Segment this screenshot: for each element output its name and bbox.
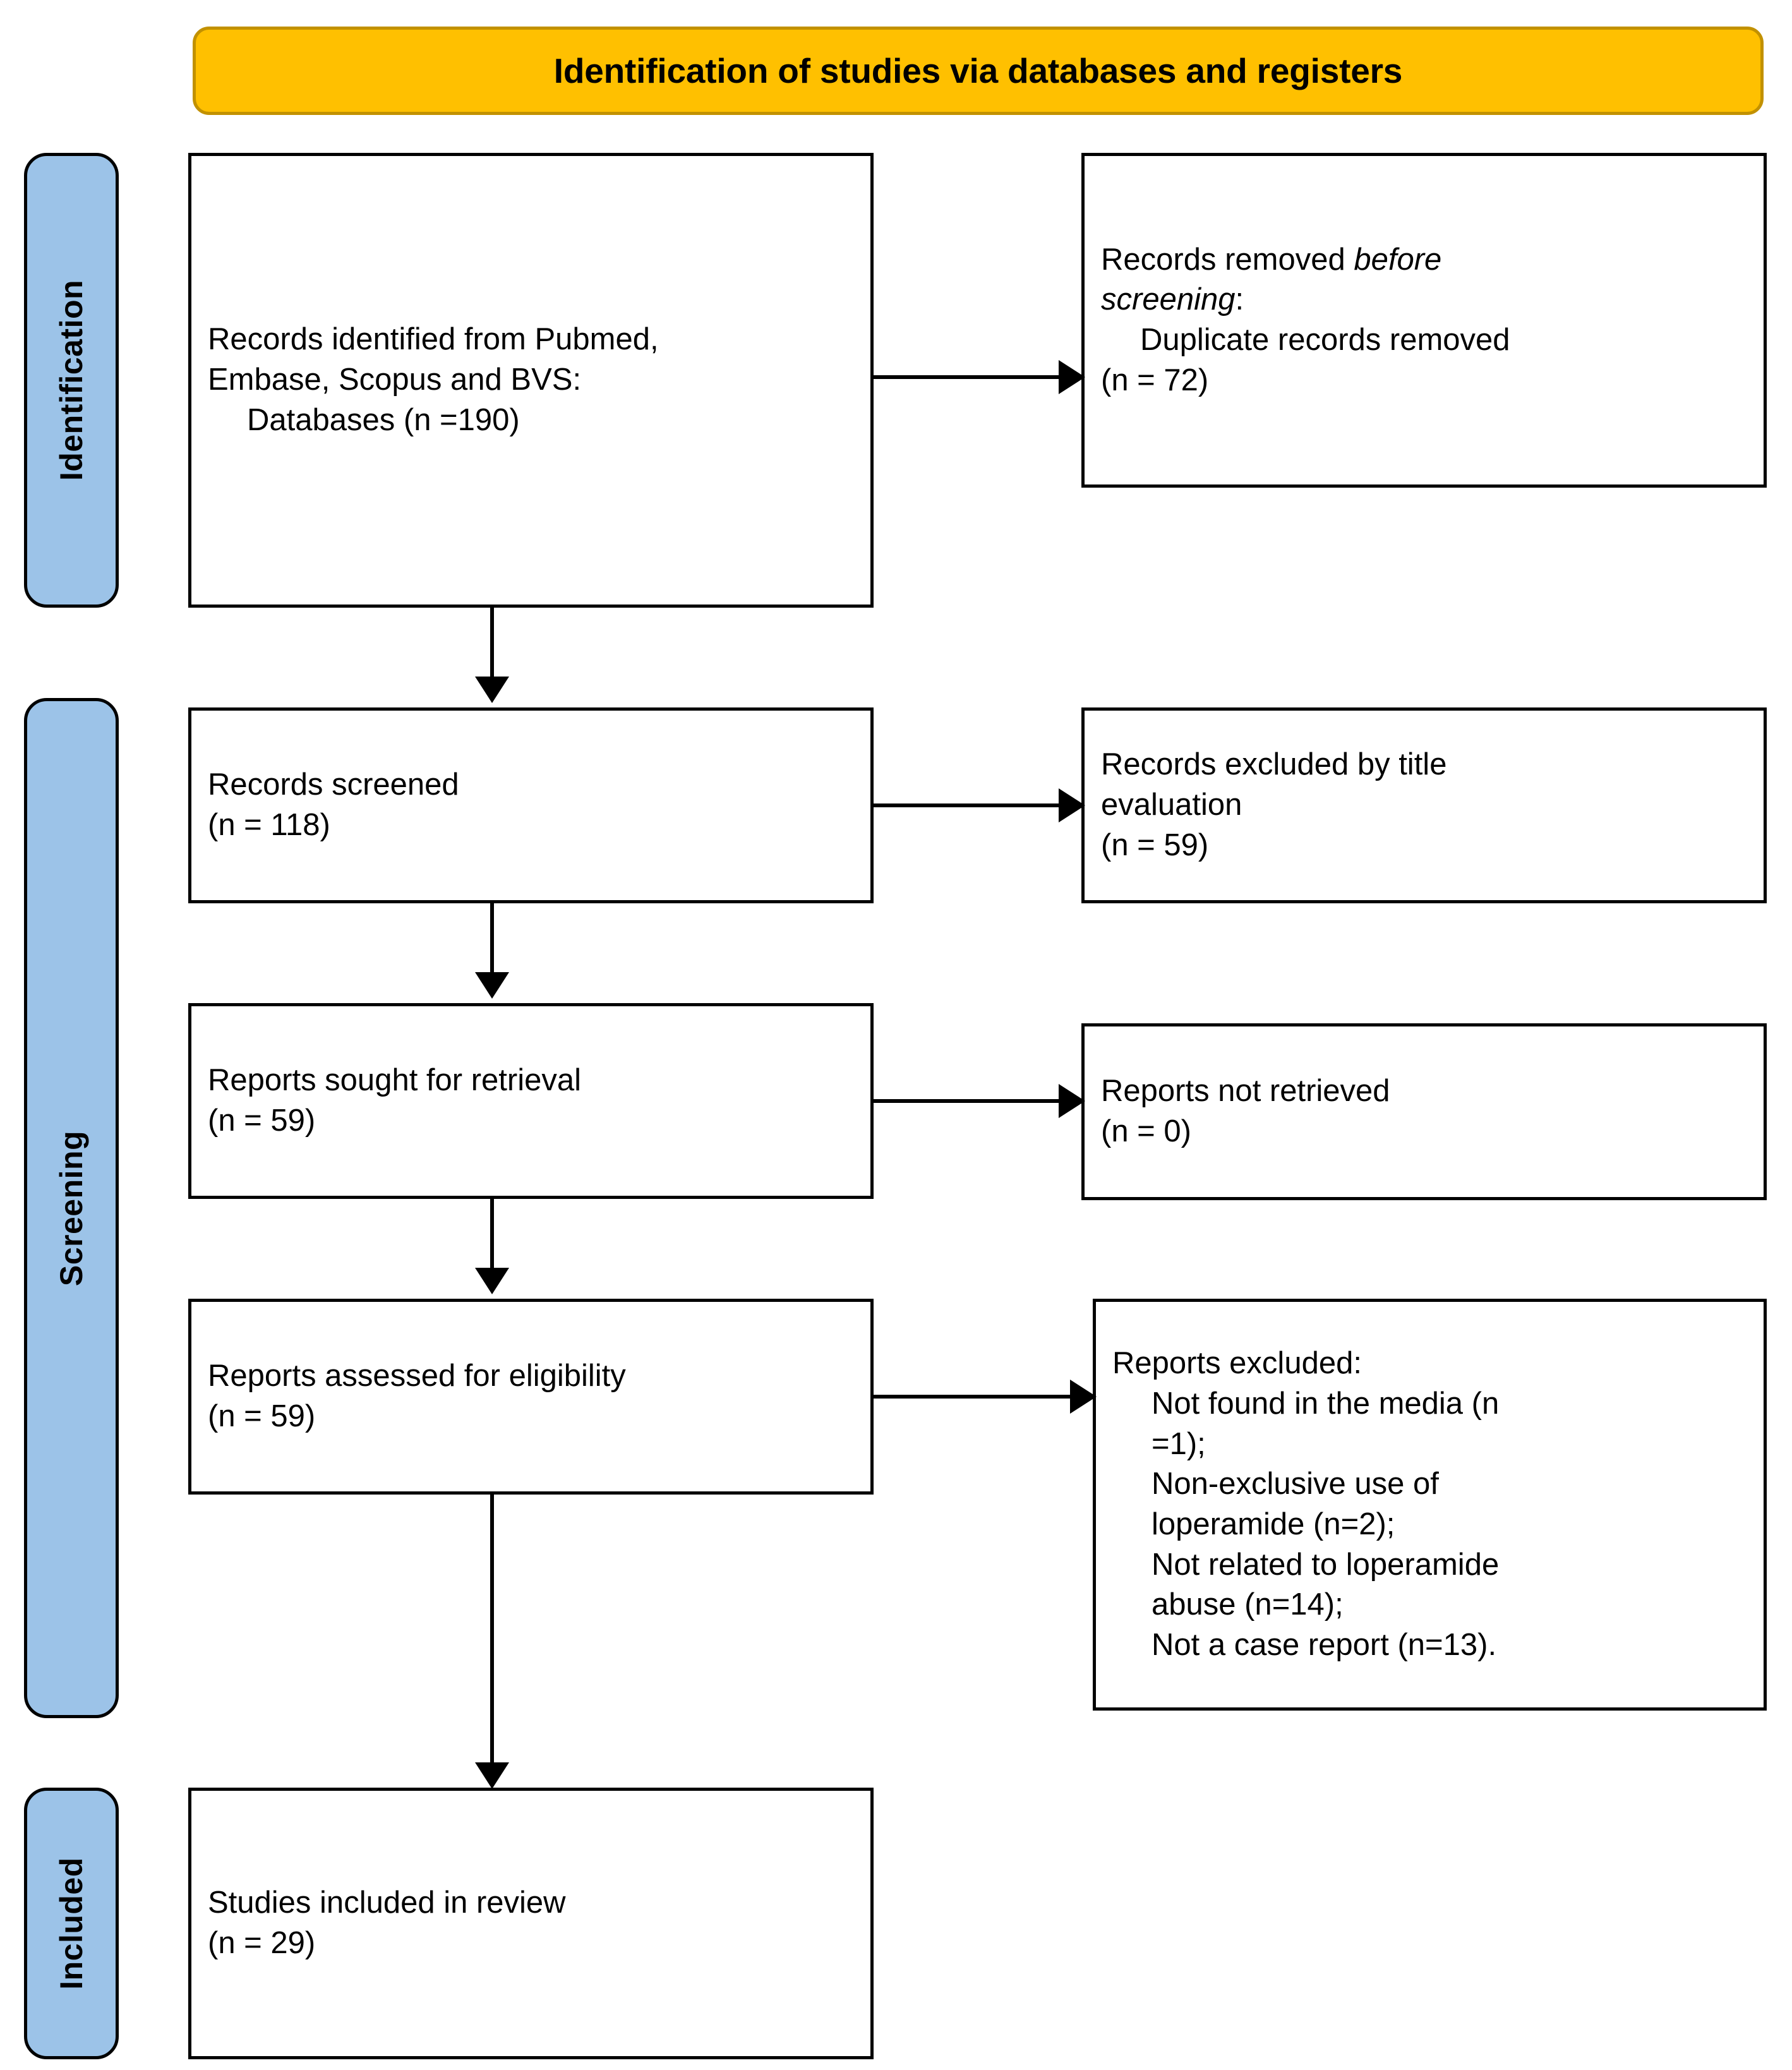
- box-records-identified-text: Records identified from Pubmed, Embase, …: [191, 320, 870, 440]
- line: Studies included in review: [208, 1886, 566, 1920]
- arrowhead-right-icon: [1059, 360, 1085, 394]
- arrow-sought-to-not-retrieved: [874, 1084, 1085, 1118]
- box-reports-not-retrieved-text: Reports not retrieved (n = 0): [1085, 1071, 1764, 1152]
- line: evaluation: [1101, 788, 1242, 822]
- box-records-identified: Records identified from Pubmed, Embase, …: [188, 153, 874, 608]
- line: Records screened: [208, 767, 459, 802]
- arrowhead-down-icon: [475, 972, 509, 999]
- box-reports-sought-for-retrieval: Reports sought for retrieval (n = 59): [188, 1003, 874, 1199]
- line: Non-exclusive use of: [1152, 1467, 1439, 1501]
- box-studies-included-in-review: Studies included in review (n = 29): [188, 1788, 874, 2059]
- box-reports-excluded: Reports excluded: Not found in the media…: [1093, 1299, 1767, 1711]
- line: screening:: [1101, 280, 1747, 320]
- line-text: :: [1235, 282, 1244, 317]
- arrowhead-right-icon: [1070, 1380, 1097, 1414]
- box-records-screened: Records screened (n = 118): [188, 707, 874, 903]
- line: Records removed before: [1101, 240, 1747, 280]
- line: (n = 29): [208, 1926, 316, 1960]
- line: Reports sought for retrieval: [208, 1063, 581, 1098]
- line-text: Records removed: [1101, 242, 1354, 277]
- arrow-assessed-to-included: [475, 1495, 509, 1789]
- line: =1);: [1152, 1426, 1206, 1461]
- line: Embase, Scopus and BVS:: [208, 363, 582, 397]
- box-records-excluded-by-title: Records excluded by title evaluation (n …: [1081, 707, 1767, 903]
- box-reports-excluded-text: Reports excluded: Not found in the media…: [1096, 1344, 1764, 1666]
- stage-label-identification: Identification: [54, 279, 90, 481]
- line-emphasis: before: [1354, 242, 1442, 277]
- line: (n = 59): [208, 1399, 316, 1433]
- stage-label-screening: Screening: [54, 1130, 89, 1286]
- line: loperamide (n=2);: [1152, 1507, 1395, 1541]
- box-reports-not-retrieved: Reports not retrieved (n = 0): [1081, 1023, 1767, 1200]
- line: (n = 72): [1101, 363, 1209, 397]
- line: (n = 59): [208, 1104, 316, 1138]
- line: (n = 118): [208, 808, 330, 842]
- stage-sidebar-identification: Identification: [24, 153, 119, 608]
- arrow-screened-to-sought: [475, 903, 509, 999]
- stage-sidebar-screening: Screening: [24, 698, 119, 1718]
- line: (n = 0): [1101, 1114, 1191, 1148]
- stage-label-included: Included: [54, 1857, 90, 1990]
- arrow-assessed-to-excluded: [874, 1380, 1097, 1414]
- arrowhead-right-icon: [1059, 788, 1085, 822]
- arrow-identified-to-removed: [874, 360, 1085, 394]
- arrow-identified-to-screened: [475, 608, 509, 703]
- box-studies-included-text: Studies included in review (n = 29): [191, 1883, 870, 1963]
- line: Reports assessed for eligibility: [208, 1359, 626, 1393]
- line: abuse (n=14);: [1152, 1587, 1344, 1622]
- line: Not related to loperamide: [1152, 1547, 1500, 1582]
- line: (n = 59): [1101, 827, 1209, 862]
- line: Not found in the media (n: [1152, 1386, 1500, 1421]
- stage-sidebar-included: Included: [24, 1788, 119, 2059]
- box-records-removed-before-screening: Records removed before screening: Duplic…: [1081, 153, 1767, 488]
- box-records-screened-text: Records screened (n = 118): [191, 765, 870, 845]
- line-emphasis: screening: [1101, 282, 1236, 317]
- page-title: Identification of studies via databases …: [553, 51, 1403, 90]
- line: Databases (n =190): [247, 402, 520, 437]
- line: Duplicate records removed: [1140, 323, 1510, 357]
- box-reports-sought-text: Reports sought for retrieval (n = 59): [191, 1061, 870, 1141]
- line: Records excluded by title: [1101, 747, 1447, 782]
- arrowhead-down-icon: [475, 1268, 509, 1294]
- line: Not a case report (n=13).: [1152, 1628, 1497, 1663]
- arrowhead-down-icon: [475, 1762, 509, 1789]
- diagram-header-banner: Identification of studies via databases …: [193, 27, 1764, 115]
- arrow-screened-to-excluded-title: [874, 788, 1085, 822]
- line: Records identified from Pubmed,: [208, 322, 659, 357]
- box-reports-assessed-for-eligibility: Reports assessed for eligibility (n = 59…: [188, 1299, 874, 1495]
- box-reports-assessed-text: Reports assessed for eligibility (n = 59…: [191, 1356, 870, 1436]
- arrowhead-right-icon: [1059, 1084, 1085, 1118]
- line: Reports not retrieved: [1101, 1074, 1390, 1109]
- arrowhead-down-icon: [475, 677, 509, 703]
- line: Reports excluded:: [1112, 1346, 1362, 1381]
- box-records-excluded-by-title-text: Records excluded by title evaluation (n …: [1085, 745, 1764, 865]
- box-records-removed-text: Records removed before screening: Duplic…: [1085, 240, 1764, 401]
- arrow-sought-to-assessed: [475, 1199, 509, 1294]
